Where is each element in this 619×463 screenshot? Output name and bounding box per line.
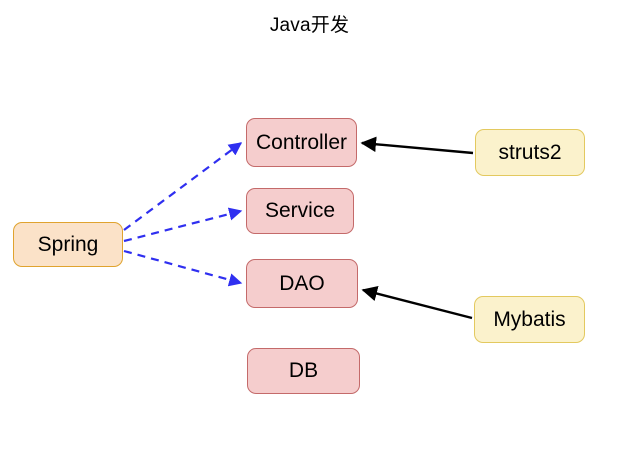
node-dao[interactable]: DAO bbox=[246, 259, 358, 308]
edge-struts2-to-controller bbox=[360, 136, 474, 155]
node-mybatis[interactable]: Mybatis bbox=[474, 296, 585, 343]
node-struts2-label: struts2 bbox=[498, 140, 562, 164]
node-struts2[interactable]: struts2 bbox=[475, 129, 585, 176]
node-service[interactable]: Service bbox=[246, 188, 354, 234]
edge-spring-to-service bbox=[123, 207, 243, 243]
node-dao-label: DAO bbox=[279, 271, 325, 295]
node-db-label: DB bbox=[288, 359, 319, 382]
diagram-title: Java开发 bbox=[269, 15, 350, 36]
edge-spring-to-dao bbox=[123, 249, 243, 287]
node-mybatis-label: Mybatis bbox=[493, 307, 566, 331]
edge-mybatis-to-dao bbox=[361, 285, 473, 320]
node-spring[interactable]: Spring bbox=[13, 222, 123, 267]
node-service-label: Service bbox=[264, 199, 336, 222]
node-controller[interactable]: Controller bbox=[246, 118, 357, 167]
edge-spring-to-controller bbox=[123, 142, 243, 231]
node-spring-label: Spring bbox=[37, 232, 99, 256]
node-controller-label: Controller bbox=[255, 130, 348, 154]
node-db[interactable]: DB bbox=[247, 348, 360, 394]
